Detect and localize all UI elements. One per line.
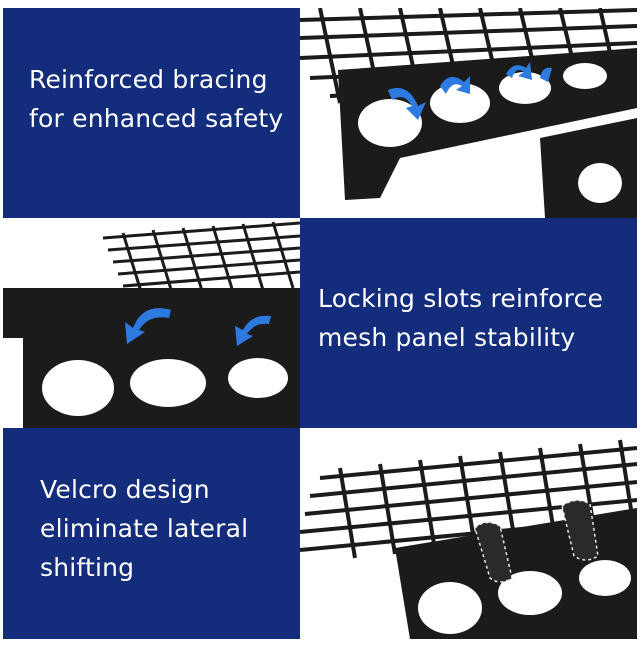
locking-slots-photo <box>3 218 300 428</box>
curved-arrow-icon <box>388 62 552 120</box>
feature-panel-locking: Locking slots reinforce mesh panel stabi… <box>300 218 637 428</box>
feature-text-bracing: Reinforced bracing for enhanced safety <box>29 65 284 133</box>
feature-panel-bracing: Reinforced bracing for enhanced safety <box>3 8 300 218</box>
feature-panel-velcro: Velcro design eliminate lateral shifting <box>3 428 300 639</box>
feature-text-velcro: Velcro design eliminate lateral shifting <box>40 475 249 582</box>
velcro-photo <box>300 428 637 639</box>
curved-arrow-icon <box>125 308 271 346</box>
feature-text-locking: Locking slots reinforce mesh panel stabi… <box>318 284 604 352</box>
bracing-photo <box>300 8 637 218</box>
shelf-bracket-illustration <box>300 8 637 218</box>
velcro-strap-illustration <box>300 439 637 639</box>
locking-slots-illustration <box>3 221 300 428</box>
velcro-strap-icon <box>474 499 599 583</box>
